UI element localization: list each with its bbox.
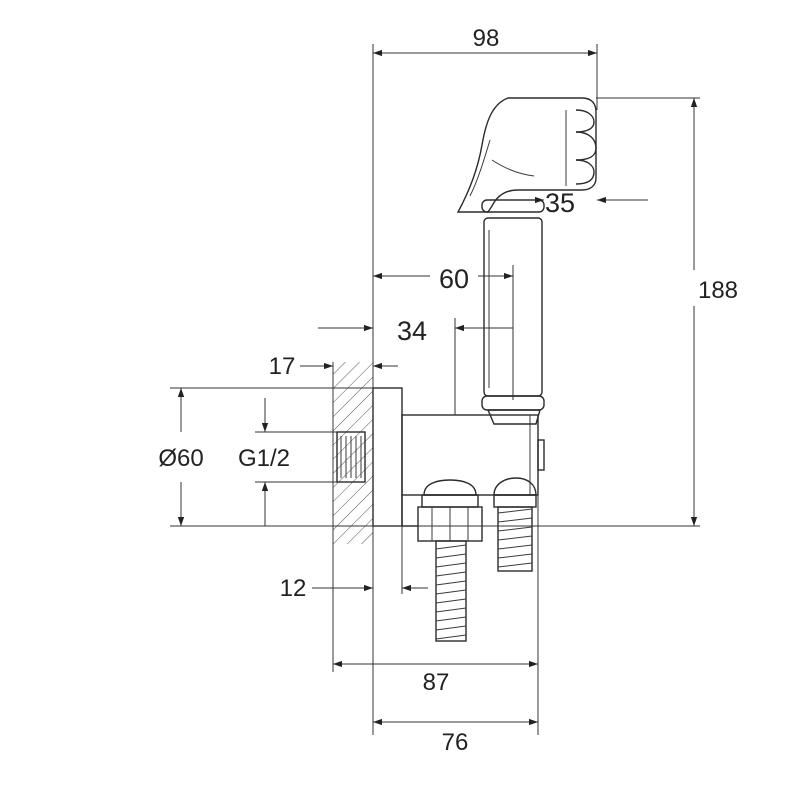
wall-flange: [372, 387, 403, 527]
valve-body: [401, 414, 545, 527]
dim-height-overall: 188: [676, 98, 748, 526]
thread-insert: [336, 431, 366, 483]
dim-label-188: 188: [698, 277, 738, 304]
dim-depth-76: 76: [373, 718, 538, 756]
wall-section: [332, 362, 374, 544]
dim-label-87: 87: [423, 669, 450, 696]
dim-flange-diameter: Ø60: [158, 388, 204, 526]
dim-label-diameter: Ø60: [158, 445, 203, 472]
dim-label-12: 12: [280, 575, 307, 602]
dim-label-98: 98: [473, 25, 500, 52]
extension-lines: [170, 44, 700, 735]
supply-hose: [417, 479, 483, 642]
hose-outlet: [493, 477, 537, 572]
dim-wall-depth: 17: [269, 353, 398, 380]
dim-label-thread: G1/2: [238, 445, 290, 472]
dim-label-76: 76: [442, 729, 469, 756]
dim-label-60: 60: [439, 264, 469, 294]
dim-label-35: 35: [545, 188, 575, 218]
dim-width-overall: 98: [373, 25, 597, 57]
dim-label-34: 34: [397, 316, 427, 346]
dim-label-17: 17: [269, 353, 296, 380]
hand-shower: [456, 97, 597, 425]
dim-depth-87: 87: [333, 660, 538, 696]
dim-thread: G1/2: [238, 398, 290, 526]
dim-valve-offset: 12: [280, 575, 428, 602]
dim-outlet-offset: 34: [318, 316, 513, 346]
dim-handle-offset: 60: [373, 264, 513, 294]
dim-nozzle-head: 35: [500, 188, 648, 218]
